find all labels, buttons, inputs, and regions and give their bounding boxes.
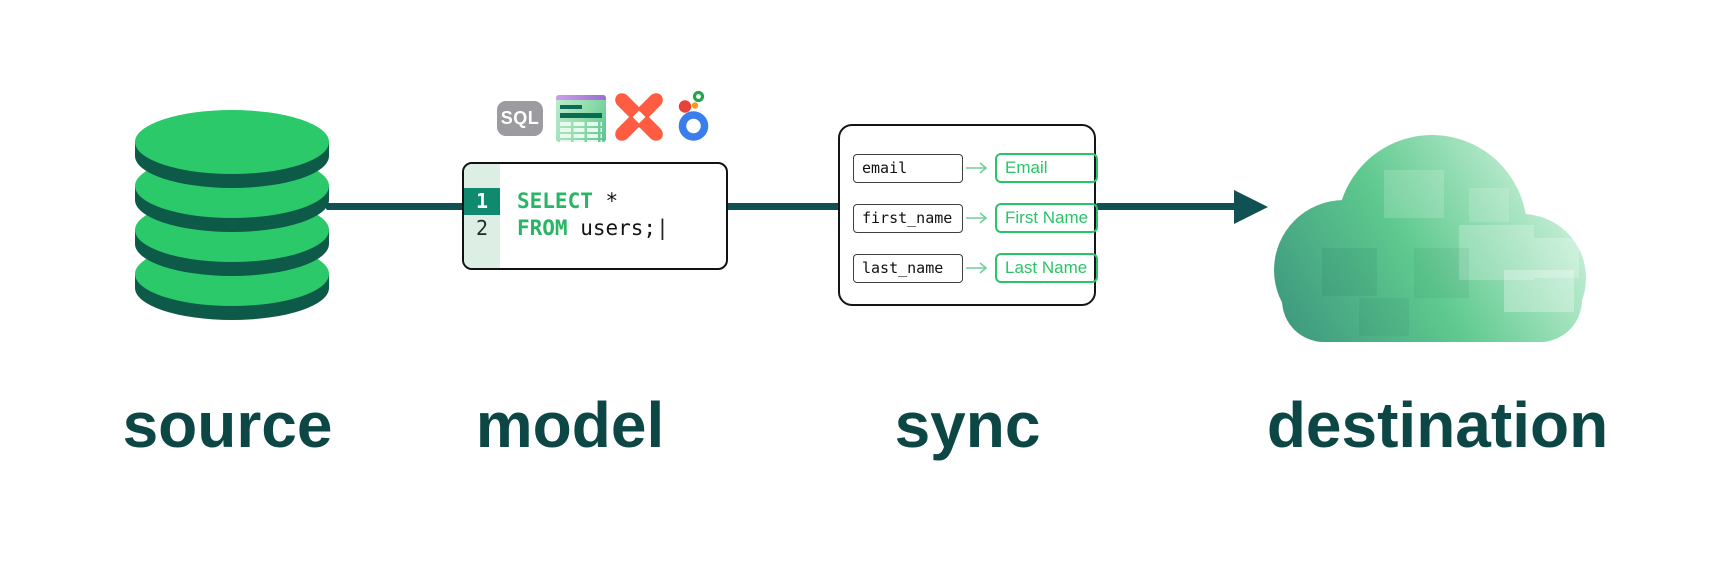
cloud-pixel-texture (1322, 170, 1579, 336)
spreadsheet-grid (560, 122, 602, 142)
mapping-row: last_name Last Name (853, 253, 1098, 283)
destination-field: Last Name (995, 253, 1098, 283)
field-mapping-panel: email Email first_name First Name last_n… (838, 124, 1098, 306)
code-line: 2 FROM users;| (464, 215, 726, 242)
source-field: last_name (853, 253, 963, 283)
sql-badge: SQL (497, 101, 543, 136)
arrow-right-icon (1234, 190, 1268, 224)
mapping-row: first_name First Name (853, 203, 1098, 233)
database-icon (135, 110, 329, 320)
stage-label-destination: destination (1266, 389, 1609, 461)
spreadsheet-icon (556, 95, 606, 142)
sql-model-editor: 1 SELECT * 2 FROM users;| (462, 162, 728, 270)
looker-icon (678, 90, 709, 141)
cloud-icon (1274, 135, 1586, 342)
connector-sync-destination (1096, 203, 1238, 210)
connector-model-sync (726, 203, 840, 210)
source-field: email (853, 153, 963, 183)
dbt-icon (615, 93, 663, 141)
stage-label-sync: sync (894, 389, 1041, 461)
spreadsheet-menubar (556, 95, 606, 100)
connector-source-model (326, 203, 464, 210)
line-number-gutter (464, 164, 500, 268)
text-cursor: | (656, 216, 669, 240)
line-number: 2 (475, 216, 489, 240)
stage-label-source: source (122, 389, 333, 461)
mapping-row: email Email (853, 153, 1098, 183)
line-number: 1 (464, 188, 500, 215)
code-line: 1 SELECT * (464, 188, 726, 215)
destination-field: Email (995, 153, 1098, 183)
mapping-arrow-icon (966, 162, 988, 174)
code-text: FROM users;| (517, 216, 669, 240)
code-text: SELECT * (517, 189, 619, 213)
mapping-arrow-icon (966, 212, 988, 224)
mapping-arrow-icon (966, 262, 988, 274)
spreadsheet-toolbar (560, 105, 582, 109)
stage-label-model: model (475, 389, 665, 461)
spreadsheet-header-row (560, 113, 602, 118)
destination-field: First Name (995, 203, 1098, 233)
source-field: first_name (853, 203, 963, 233)
